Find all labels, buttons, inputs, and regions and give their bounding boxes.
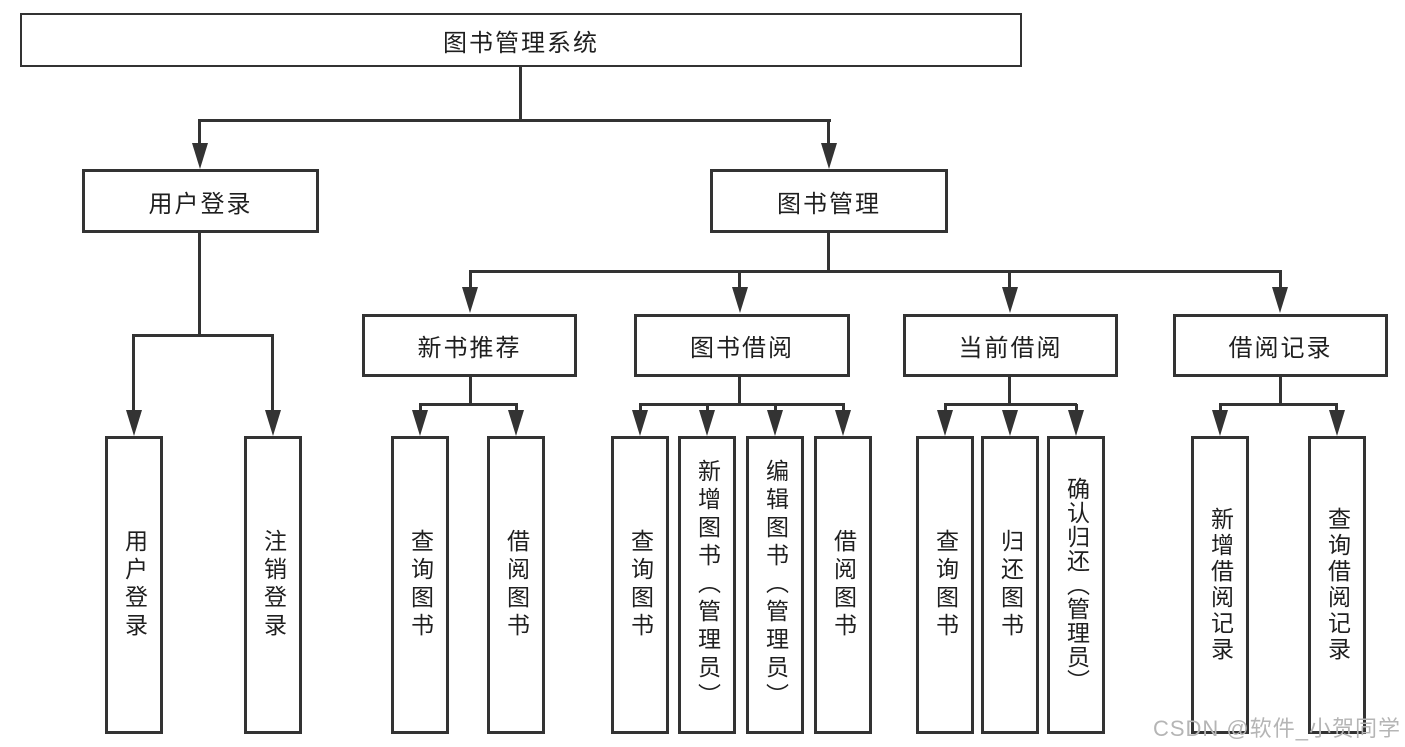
arrow-down-icon	[835, 410, 851, 436]
arrow-down-icon	[508, 410, 524, 436]
leaf-edit-book-admin-label: 编辑图书（管理员）	[762, 459, 789, 711]
connector-line	[419, 404, 422, 414]
node-new-book-recommend: 新书推荐	[362, 314, 577, 377]
connector-line	[469, 271, 472, 291]
connector-line	[738, 271, 741, 291]
connector-line	[1279, 271, 1282, 291]
node-user-login: 用户登录	[82, 169, 319, 233]
leaf-query-books-borrow-label: 查询图书	[627, 529, 654, 641]
leaf-confirm-return-admin-label: 确认归还（管理员）	[1063, 477, 1090, 693]
arrow-down-icon	[767, 410, 783, 436]
arrow-down-icon	[1212, 410, 1228, 436]
arrow-down-icon	[192, 143, 208, 169]
arrow-down-icon	[462, 287, 478, 313]
leaf-borrow-books-label: 借阅图书	[830, 529, 857, 641]
connector-line	[944, 403, 1077, 406]
leaf-query-books-current-label: 查询图书	[932, 529, 959, 641]
arrow-down-icon	[732, 287, 748, 313]
leaf-add-book-admin: 新增图书（管理员）	[678, 436, 736, 734]
arrow-down-icon	[632, 410, 648, 436]
connector-line	[738, 377, 741, 404]
connector-line	[519, 67, 522, 120]
leaf-logout-label: 注销登录	[260, 529, 287, 641]
connector-line	[1075, 404, 1078, 414]
connector-line	[132, 335, 135, 415]
leaf-user-login-label: 用户登录	[121, 529, 148, 641]
arrow-down-icon	[1068, 410, 1084, 436]
leaf-add-borrow-record: 新增借阅记录	[1191, 436, 1249, 734]
connector-line	[827, 233, 830, 271]
leaf-query-books-recommend-label: 查询图书	[407, 529, 434, 641]
leaf-confirm-return-admin: 确认归还（管理员）	[1047, 436, 1105, 734]
arrow-down-icon	[1272, 287, 1288, 313]
leaf-return-book-label: 归还图书	[997, 529, 1024, 641]
arrow-down-icon	[1002, 410, 1018, 436]
arrow-down-icon	[265, 410, 281, 436]
leaf-query-borrow-record-label: 查询借阅记录	[1324, 507, 1351, 663]
node-current-borrow: 当前借阅	[903, 314, 1118, 377]
leaf-return-book: 归还图书	[981, 436, 1039, 734]
arrow-down-icon	[1329, 410, 1345, 436]
leaf-query-borrow-record: 查询借阅记录	[1308, 436, 1366, 734]
arrow-down-icon	[937, 410, 953, 436]
leaf-user-login: 用户登录	[105, 436, 163, 734]
leaf-add-borrow-record-label: 新增借阅记录	[1207, 507, 1234, 663]
connector-line	[469, 270, 1282, 273]
connector-line	[1279, 377, 1282, 404]
connector-line	[198, 119, 831, 122]
connector-line	[639, 404, 642, 414]
leaf-logout: 注销登录	[244, 436, 302, 734]
leaf-borrow-books: 借阅图书	[814, 436, 872, 734]
node-book-borrow: 图书借阅	[634, 314, 850, 377]
connector-line	[639, 403, 845, 406]
arrow-down-icon	[1002, 287, 1018, 313]
connector-line	[827, 120, 830, 150]
csdn-watermark: CSDN @软件_小贺同学	[1152, 716, 1401, 741]
arrow-down-icon	[821, 143, 837, 169]
connector-line	[774, 404, 777, 414]
node-borrow-record-label: 借阅记录	[1228, 335, 1333, 362]
connector-line	[706, 404, 709, 414]
leaf-add-book-admin-label: 新增图书（管理员）	[694, 459, 721, 711]
leaf-borrow-books-recommend-label: 借阅图书	[503, 529, 530, 641]
connector-line	[198, 233, 201, 335]
arrow-down-icon	[412, 410, 428, 436]
arrow-down-icon	[699, 410, 715, 436]
node-root: 图书管理系统	[20, 13, 1022, 67]
leaf-query-books-borrow: 查询图书	[611, 436, 669, 734]
connector-line	[198, 120, 201, 150]
leaf-query-books-recommend: 查询图书	[391, 436, 449, 734]
connector-line	[1335, 404, 1338, 414]
leaf-query-books-current: 查询图书	[916, 436, 974, 734]
connector-line	[271, 335, 274, 415]
node-book-manage-label: 图书管理	[777, 190, 881, 218]
node-book-manage: 图书管理	[710, 169, 948, 233]
connector-line	[515, 404, 518, 414]
connector-line	[469, 377, 472, 404]
connector-line	[419, 403, 518, 406]
node-borrow-record: 借阅记录	[1173, 314, 1388, 377]
connector-line	[1219, 403, 1338, 406]
arrow-down-icon	[126, 410, 142, 436]
node-user-login-label: 用户登录	[148, 190, 253, 218]
node-root-label: 图书管理系统	[443, 29, 599, 57]
connector-line	[944, 404, 947, 414]
node-current-borrow-label: 当前借阅	[958, 335, 1063, 362]
connector-line	[1219, 404, 1222, 414]
connector-line	[132, 334, 274, 337]
node-book-borrow-label: 图书借阅	[690, 335, 794, 362]
connector-line	[1008, 271, 1011, 291]
connector-line	[842, 404, 845, 414]
node-new-book-recommend-label: 新书推荐	[417, 335, 522, 362]
leaf-edit-book-admin: 编辑图书（管理员）	[746, 436, 804, 734]
connector-line	[1008, 377, 1011, 404]
leaf-borrow-books-recommend: 借阅图书	[487, 436, 545, 734]
